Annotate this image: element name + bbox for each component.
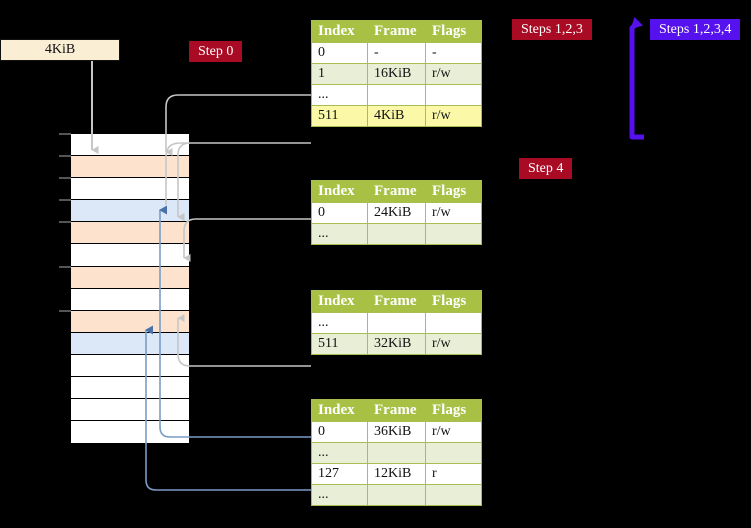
wire-t1-row0-to-mem <box>183 218 311 262</box>
cell-frame: 12KiB <box>367 463 426 485</box>
table-row: ... <box>311 223 482 245</box>
cell-index: ... <box>311 223 368 245</box>
column-header-flags: Flags <box>425 20 482 43</box>
cell-flags <box>425 442 482 464</box>
column-header-index: Index <box>311 399 368 422</box>
column-header-frame: Frame <box>367 180 426 203</box>
cell-flags <box>425 484 482 506</box>
cell-flags <box>425 223 482 245</box>
memory-frame-row <box>71 288 189 311</box>
cell-index: ... <box>311 312 368 334</box>
memory-frame-row <box>59 309 189 333</box>
column-header-index: Index <box>311 180 368 203</box>
column-header-flags: Flags <box>425 180 482 203</box>
cell-flags <box>425 84 482 106</box>
memory-frame-row <box>59 199 189 223</box>
memory-frame-row <box>59 177 189 201</box>
memory-frame-row <box>59 221 189 245</box>
cell-flags: r/w <box>425 421 482 443</box>
badge-step-0: Step 0 <box>189 41 243 62</box>
column-header-frame: Frame <box>367 290 426 313</box>
cell-frame <box>367 312 426 334</box>
memory-frame-row <box>71 244 189 267</box>
cell-frame <box>367 84 426 106</box>
column-header-flags: Flags <box>425 399 482 422</box>
column-header-flags: Flags <box>425 290 482 313</box>
cell-frame: 24KiB <box>367 202 426 224</box>
wire-mem-to-t2 <box>177 314 311 367</box>
cell-frame <box>367 223 426 245</box>
frame-tick-mark <box>59 309 71 312</box>
frame-size-box: 4KiB <box>0 39 120 61</box>
badge-steps-1-2-3: Steps 1,2,3 <box>512 19 592 40</box>
column-header-index: Index <box>311 290 368 313</box>
table-row: ... <box>311 442 482 464</box>
memory-frame-row <box>59 133 189 157</box>
memory-frame-row <box>71 377 189 400</box>
cell-index: ... <box>311 484 368 506</box>
table-row: ... <box>311 484 482 506</box>
cell-flags: r/w <box>425 333 482 355</box>
frame-tick-mark <box>59 199 71 202</box>
frame-size-label: 4KiB <box>44 42 76 57</box>
memory-frame-row <box>71 354 189 378</box>
memory-frame-row <box>59 265 189 289</box>
memory-frame-row <box>71 421 189 444</box>
table-row: ... <box>311 312 482 334</box>
cell-frame: - <box>367 42 426 64</box>
physical-memory-column <box>59 133 190 444</box>
column-header-index: Index <box>311 20 368 43</box>
cell-index: 0 <box>311 202 368 224</box>
badge-steps-1-2-3-4: Steps 1,2,3,4 <box>650 19 741 40</box>
cell-index: 0 <box>311 421 368 443</box>
badge-step-4: Step 4 <box>519 158 573 179</box>
cell-flags: r/w <box>425 63 482 85</box>
frame-tick-mark <box>59 177 71 180</box>
frame-tick-mark <box>59 133 71 135</box>
frame-tick-mark <box>59 221 71 224</box>
frame-tick-mark <box>59 155 71 158</box>
cell-flags: r <box>425 463 482 485</box>
cell-flags: - <box>425 42 482 64</box>
memory-frame-row <box>59 155 189 179</box>
cell-frame: 32KiB <box>367 333 426 355</box>
column-header-frame: Frame <box>367 20 426 43</box>
cell-frame: 16KiB <box>367 63 426 85</box>
cell-frame: 36KiB <box>367 421 426 443</box>
memory-frame-row <box>71 399 189 422</box>
table-row: ... <box>311 84 482 106</box>
cell-index: ... <box>311 84 368 106</box>
frame-tick-mark <box>59 265 71 268</box>
cell-flags <box>425 312 482 334</box>
cell-frame <box>367 442 426 464</box>
cell-frame <box>367 484 426 506</box>
cell-index: 127 <box>311 463 368 485</box>
arrow-steps-1-2-3-4 <box>629 17 644 140</box>
cell-frame: 4KiB <box>367 105 426 127</box>
cell-index: 511 <box>311 333 368 355</box>
column-header-frame: Frame <box>367 399 426 422</box>
cell-index: 511 <box>311 105 368 127</box>
memory-frame-row <box>71 332 189 355</box>
cell-index: ... <box>311 442 368 464</box>
cell-flags: r/w <box>425 105 482 127</box>
cell-index: 0 <box>311 42 368 64</box>
table-row: 0-- <box>311 42 482 64</box>
cell-index: 1 <box>311 63 368 85</box>
cell-flags: r/w <box>425 202 482 224</box>
